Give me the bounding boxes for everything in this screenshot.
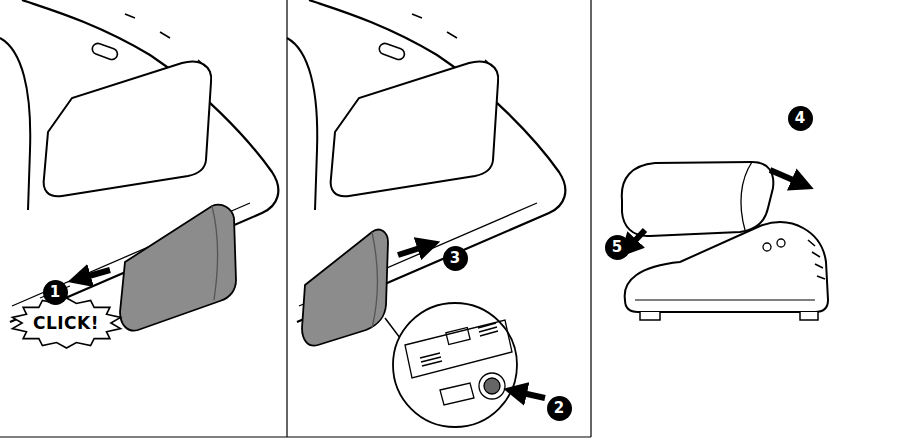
- starburst-callout: CLICK!: [11, 298, 122, 348]
- callout-number: 2: [547, 396, 572, 421]
- callout-number: 3: [443, 246, 468, 271]
- callout-number: 5: [605, 235, 630, 260]
- callout-number: 1: [43, 280, 68, 305]
- callout-number: 4: [788, 106, 813, 131]
- click-text: CLICK!: [33, 313, 99, 333]
